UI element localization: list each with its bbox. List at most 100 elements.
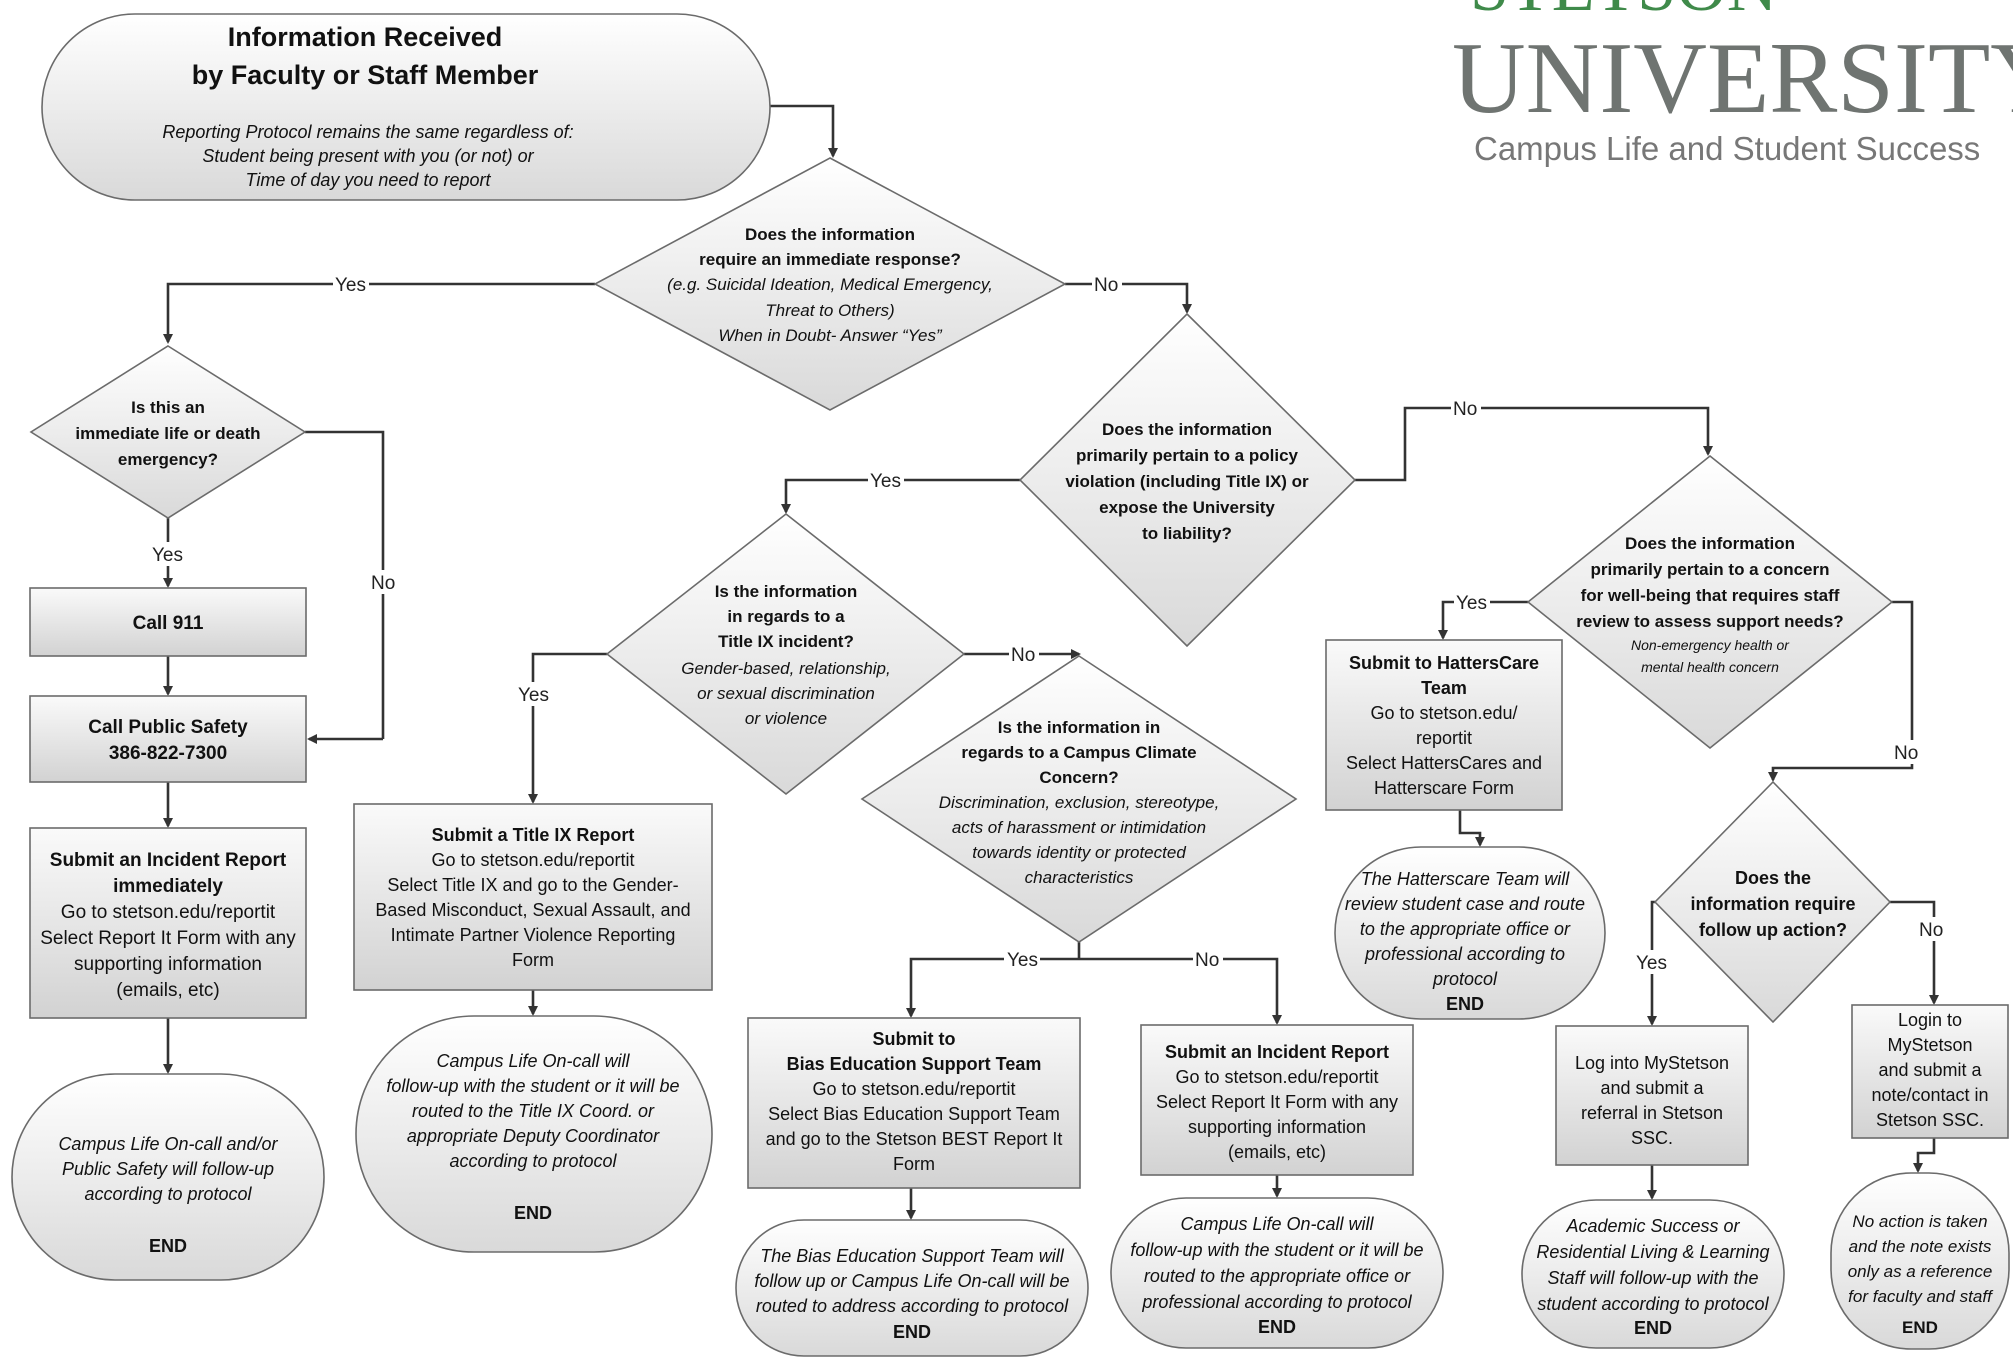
connector-wellbeing-yes <box>1438 600 1528 640</box>
endbias-end: END <box>893 1322 931 1342</box>
referral-line2: and submit a <box>1600 1078 1704 1098</box>
process-mystetson-referral: Log into MyStetson and submit a referral… <box>1555 1025 1749 1166</box>
endleft-line1: Campus Life On-call and/or <box>58 1134 278 1154</box>
label-yes: Yes <box>1456 593 1487 614</box>
decision-immediate-response: Does the information require an immediat… <box>593 157 1067 411</box>
referral-line3: referral in Stetson <box>1581 1103 1723 1123</box>
followup-line3: follow up action? <box>1699 920 1847 940</box>
process-call-public-safety: Call Public Safety 386-822-7300 <box>29 695 307 783</box>
policy-line5: to liability? <box>1142 524 1232 543</box>
endinc-end: END <box>1258 1317 1296 1337</box>
incident1-line6: (emails, etc) <box>116 980 219 1001</box>
policy-line1: Does the information <box>1102 420 1272 439</box>
policy-line4: expose the University <box>1099 498 1275 517</box>
endhatters-line4: professional according to <box>1364 944 1565 964</box>
climate-line5: acts of harassment or intimidation <box>952 818 1206 837</box>
endbias-line2: follow up or Campus Life On-call will be <box>754 1271 1069 1291</box>
label-no: No <box>1453 399 1477 420</box>
logo-subtitle: Campus Life and Student Success <box>1474 130 1980 167</box>
endnoaction-end: END <box>1902 1318 1938 1337</box>
endbias-line3: routed to address according to protocol <box>756 1296 1069 1316</box>
hatters-line5: Select HattersCares and <box>1346 753 1542 773</box>
incident2-line3: Select Report It Form with any <box>1156 1092 1398 1112</box>
climate-line6: towards identity or protected <box>972 843 1186 862</box>
connector-policy-no <box>1355 406 1713 482</box>
endhatters-line1: The Hatterscare Team will <box>1361 869 1570 889</box>
process-bias-education-report: Submit to Bias Education Support Team Go… <box>747 1017 1081 1189</box>
label-no: No <box>1919 920 1943 941</box>
followup-line2: information require <box>1690 894 1855 914</box>
endnoaction-line4: for faculty and staff <box>1848 1287 1994 1306</box>
lifedeath-line2: immediate life or death <box>75 424 260 443</box>
endnoaction-line2: and the note exists <box>1849 1237 1992 1256</box>
start-note-line2: Student being present with you (or not) … <box>202 146 534 166</box>
wellbeing-line4: review to assess support needs? <box>1576 612 1843 631</box>
endleft-line3: according to protocol <box>84 1184 252 1204</box>
bias-line6: Form <box>893 1154 935 1174</box>
decision-policy-violation: Does the information primarily pertain t… <box>1018 312 1357 648</box>
logo-university-text: UNIVERSITY <box>1452 22 2013 135</box>
incident1-line3: Go to stetson.edu/reportit <box>61 902 276 923</box>
end-terminator-no-action: No action is taken and the note exists o… <box>1830 1172 2010 1350</box>
connector-immediate-no <box>1065 282 1192 314</box>
immediate-line5: When in Doubt- Answer “Yes” <box>718 326 943 345</box>
endinc-line2: follow-up with the student or it will be <box>1130 1240 1423 1260</box>
label-yes: Yes <box>1007 950 1038 971</box>
title9-line2: in regards to a <box>727 607 845 626</box>
endleft-line2: Public Safety will follow-up <box>62 1159 274 1179</box>
incident1-line1: Submit an Incident Report <box>50 850 287 871</box>
connector-lifedeath-no <box>305 430 385 739</box>
label-no: No <box>371 573 395 594</box>
endnoaction-line1: No action is taken <box>1852 1212 1987 1231</box>
label-yes: Yes <box>152 545 183 566</box>
end-terminator-incident: Campus Life On-call will follow-up with … <box>1110 1197 1444 1349</box>
referral-line4: SSC. <box>1631 1128 1673 1148</box>
title9-line3: Title IX incident? <box>718 632 854 651</box>
endleft-end: END <box>149 1236 187 1256</box>
climate-line7: characteristics <box>1025 868 1134 887</box>
call911-text: Call 911 <box>133 613 204 634</box>
referral-line1: Log into MyStetson <box>1575 1053 1729 1073</box>
endinc-line1: Campus Life On-call will <box>1180 1214 1374 1234</box>
hatters-line4: reportit <box>1416 728 1472 748</box>
endbias-line1: The Bias Education Support Team will <box>760 1246 1064 1266</box>
end-terminator-title-ix: Campus Life On-call will follow-up with … <box>355 1015 713 1253</box>
start-title-line1: Information Received <box>228 22 503 52</box>
process-hatterscare-team: Submit to HattersCare Team Go to stetson… <box>1325 639 1563 811</box>
endt9-line3: routed to the Title IX Coord. or <box>412 1101 655 1121</box>
label-yes: Yes <box>1636 953 1667 974</box>
university-logo: STETSON UNIVERSITY Campus Life and Stude… <box>1452 0 2013 167</box>
lifedeath-line1: Is this an <box>131 398 205 417</box>
endacad-line3: Staff will follow-up with the <box>1547 1268 1758 1288</box>
decision-life-or-death: Is this an immediate life or death emerg… <box>29 345 307 519</box>
title9-line1: Is the information <box>715 582 858 601</box>
endacad-line4: student according to protocol <box>1537 1294 1769 1314</box>
climate-line2: regards to a Campus Climate <box>961 743 1196 762</box>
connector-note-to-end <box>1913 1138 1936 1173</box>
note-line3: and submit a <box>1878 1060 1982 1080</box>
endinc-line4: professional according to protocol <box>1141 1292 1412 1312</box>
connector-hatterscare-to-end <box>1458 810 1485 847</box>
endt9-line4: appropriate Deputy Coordinator <box>407 1126 660 1146</box>
incident2-line2: Go to stetson.edu/reportit <box>1175 1067 1378 1087</box>
endnoaction-line3: only as a reference <box>1848 1262 1993 1281</box>
policy-line3: violation (including Title IX) or <box>1065 472 1309 491</box>
followup-line1: Does the <box>1735 868 1811 888</box>
connector-immediate-yes <box>163 282 595 344</box>
connector-wellbeing-no <box>1768 600 1914 782</box>
branch-labels: Yes No Yes No Yes No Yes No Yes No Yes N… <box>150 272 1947 974</box>
hatters-line3: Go to stetson.edu/ <box>1370 703 1517 723</box>
decision-campus-climate: Is the information in regards to a Campu… <box>860 655 1298 943</box>
start-note-line1: Reporting Protocol remains the same rega… <box>162 122 573 142</box>
bias-line1: Submit to <box>873 1029 956 1049</box>
t9report-line2: Go to stetson.edu/reportit <box>431 850 634 870</box>
endt9-line5: according to protocol <box>449 1151 617 1171</box>
label-yes: Yes <box>518 685 549 706</box>
climate-line3: Concern? <box>1039 768 1118 787</box>
endt9-line2: follow-up with the student or it will be <box>386 1076 679 1096</box>
wellbeing-line3: for well-being that requires staff <box>1581 586 1840 605</box>
endhatters-line3: to the appropriate office or <box>1360 919 1571 939</box>
incident1-line5: supporting information <box>74 954 262 975</box>
climate-line4: Discrimination, exclusion, stereotype, <box>939 793 1220 812</box>
